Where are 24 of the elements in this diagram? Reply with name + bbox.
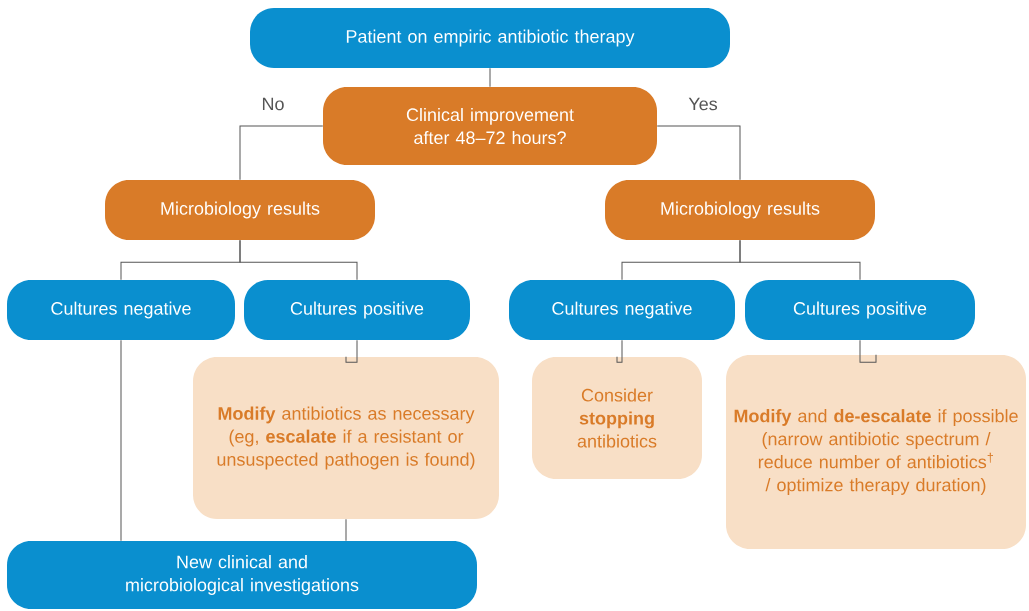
connector-line — [489, 67, 491, 88]
connector-line — [656, 125, 741, 181]
culture-box: Cultures negative — [509, 280, 735, 340]
action-box: Consider stopping antibiotics — [532, 357, 702, 479]
culture-box: Cultures negative — [7, 280, 235, 340]
decision-box: Clinical improvement after 48–72 hours? — [323, 87, 657, 165]
connector-line — [859, 339, 877, 363]
branch-label: Yes — [687, 96, 719, 112]
action-box: Modify antibiotics as necessary (eg, escalate if a resistant or unsuspected pathogen is found) — [193, 357, 499, 519]
connector-line — [120, 339, 122, 542]
branch-label: No — [260, 96, 286, 112]
connector-line — [345, 518, 347, 542]
connector-line — [739, 239, 861, 281]
culture-box: Cultures positive — [745, 280, 975, 340]
connector-line — [345, 339, 358, 363]
result-box: Microbiology results — [605, 180, 875, 240]
connector-line — [239, 125, 324, 181]
connector-line — [616, 339, 623, 363]
connector-line — [239, 239, 358, 281]
action-box: Modify and de-escalate if possible (narrow antibiotic spectrum / reduce number of antibiotics$^{†}$ / optimize therapy duration) — [726, 355, 1026, 549]
result-box: Microbiology results — [105, 180, 375, 240]
start-box: Patient on empiric antibiotic therapy — [250, 8, 730, 68]
culture-box: Cultures positive — [244, 280, 470, 340]
investigation-box: New clinical and microbiological investigations — [7, 541, 477, 609]
